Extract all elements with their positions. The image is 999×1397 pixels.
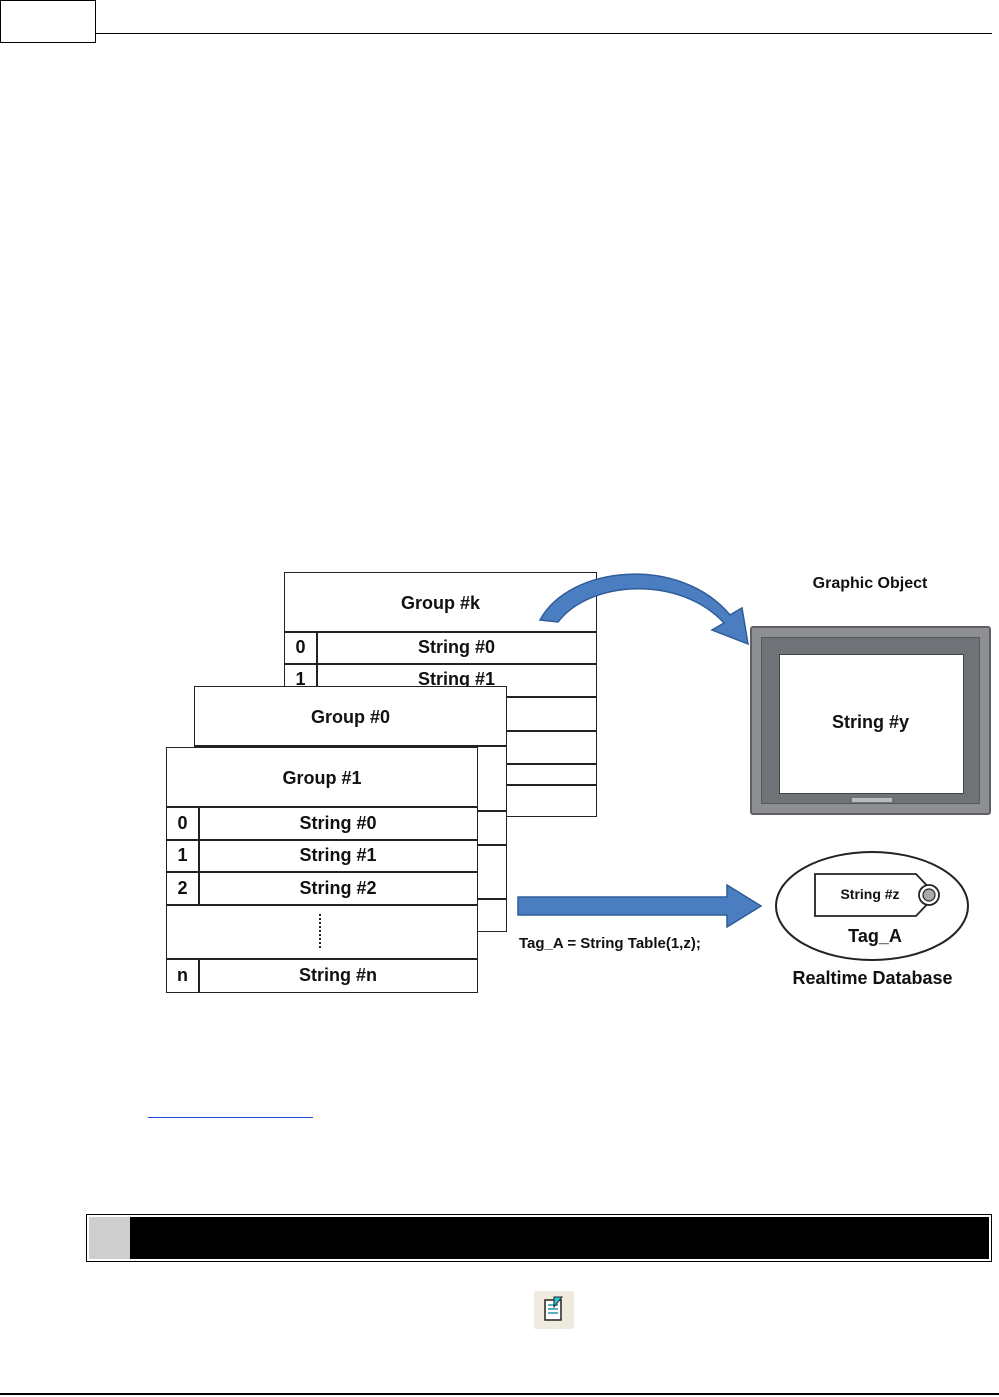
assignment-expression: Tag_A = String Table(1,z);: [519, 935, 701, 952]
string-table-icon[interactable]: [534, 1291, 574, 1329]
group-1-title: Group #1: [282, 768, 362, 788]
ellipsis-dots: [319, 914, 321, 948]
hmi-screen-text: String #y: [831, 712, 910, 732]
group-k-row-index: 0: [295, 637, 306, 657]
database-ellipse: [775, 851, 969, 961]
footer-rule: [0, 1393, 999, 1395]
hmi-panel: String #y: [750, 626, 991, 815]
group-1-table: Group #1 0 String #0 1 String #1 2 Strin…: [166, 747, 478, 993]
header-rule: [96, 33, 992, 34]
database-label: Realtime Database: [792, 968, 953, 988]
curved-arrow-icon: [538, 573, 749, 646]
page-number-box: [0, 0, 96, 43]
graphic-object-label: Graphic Object: [812, 575, 928, 592]
group-1-row-value: String #n: [298, 965, 377, 985]
group-k-title: Group #k: [400, 593, 480, 613]
right-arrow-icon: [517, 884, 763, 928]
tag-value: String #z: [840, 886, 900, 902]
section-heading-bar: [86, 1214, 992, 1262]
group-1-row-index: 1: [177, 845, 188, 865]
section-number-tab: [89, 1217, 131, 1259]
group-k-row-value: String #0: [417, 637, 496, 657]
group-1-row-index: 2: [177, 878, 188, 898]
group-0-title: Group #0: [310, 707, 390, 727]
group-1-row-value: String #1: [299, 845, 377, 865]
tag-name: Tag_A: [848, 926, 902, 946]
group-1-row-value: String #2: [299, 878, 377, 898]
string-table-glyph-icon: [544, 1296, 564, 1321]
section-title-band: [131, 1217, 989, 1259]
group-1-row-index: n: [177, 965, 188, 985]
group-k-row-index: 1: [295, 669, 306, 689]
group-k-row-value: String #1: [417, 669, 496, 689]
group-1-row-value: String #0: [299, 813, 377, 833]
hyperlink[interactable]: [148, 1117, 313, 1118]
group-1-row-index: 0: [177, 813, 188, 833]
